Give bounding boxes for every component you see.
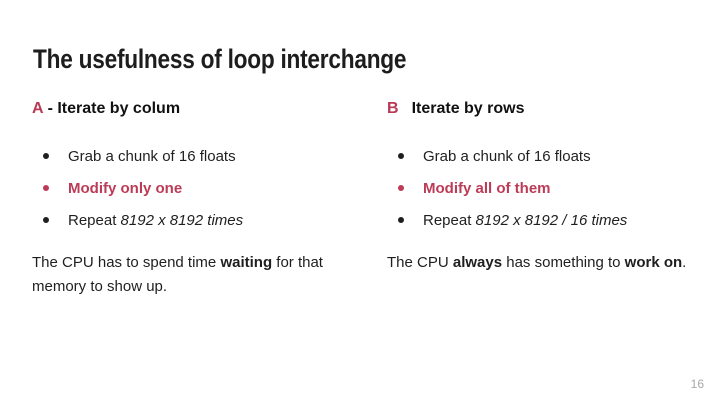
column-a-heading-text: - Iterate by colum [47,100,181,117]
column-b-note: The CPU always has something to work on. [387,251,687,275]
bullet-text: Grab a chunk of 16 floats [68,148,236,165]
column-b-letter: B [387,100,399,117]
bullet-text: Grab a chunk of 16 floats [423,148,591,165]
bullet-text: Repeat 8192 x 8192 / 16 times [423,211,627,230]
bullet-icon [43,153,49,159]
note-text-bold: waiting [220,254,273,271]
note-text: The CPU has to spend time [32,254,221,271]
bullet-text-regular: Repeat [423,212,476,229]
column-a-heading: A- Iterate by colum [32,100,180,118]
bullet-icon [398,153,404,159]
column-b-heading-text: Iterate by rows [411,100,525,117]
note-text-bold: always [452,254,503,271]
bullet-text: Repeat 8192 x 8192 times [68,211,243,230]
bullet-text: Modify only one [68,180,183,197]
note-text: The CPU [387,254,453,271]
slide-title: The usefulness of loop interchange [33,44,407,74]
list-item: Modify all of them [387,179,627,198]
bullet-text: Modify all of them [423,180,551,197]
note-text: has something to [502,254,625,271]
column-a-bullet-list: Grab a chunk of 16 floats Modify only on… [32,147,243,243]
bullet-text-italic: 8192 x 8192 / 16 times [475,212,628,229]
bullet-icon [43,217,49,223]
bullet-text-italic: 8192 x 8192 times [120,212,244,229]
column-a-note: The CPU has to spend time waiting for th… [32,251,332,299]
list-item: Modify only one [32,179,243,198]
bullet-text-regular: Repeat [68,212,121,229]
bullet-icon [398,185,404,191]
page-number: 16 [690,377,704,391]
note-text: . [682,254,687,271]
bullet-icon [398,217,404,223]
note-text: for that memory to show up. [32,254,323,295]
list-item: Repeat 8192 x 8192 / 16 times [387,211,627,230]
bullet-icon [43,185,49,191]
column-b-heading: B Iterate by rows [387,100,525,118]
list-item: Repeat 8192 x 8192 times [32,211,243,230]
list-item: Grab a chunk of 16 floats [387,147,627,166]
column-a-letter: A [32,100,44,117]
list-item: Grab a chunk of 16 floats [32,147,243,166]
note-text-bold: work on [624,254,683,271]
column-b-bullet-list: Grab a chunk of 16 floats Modify all of … [387,147,627,243]
